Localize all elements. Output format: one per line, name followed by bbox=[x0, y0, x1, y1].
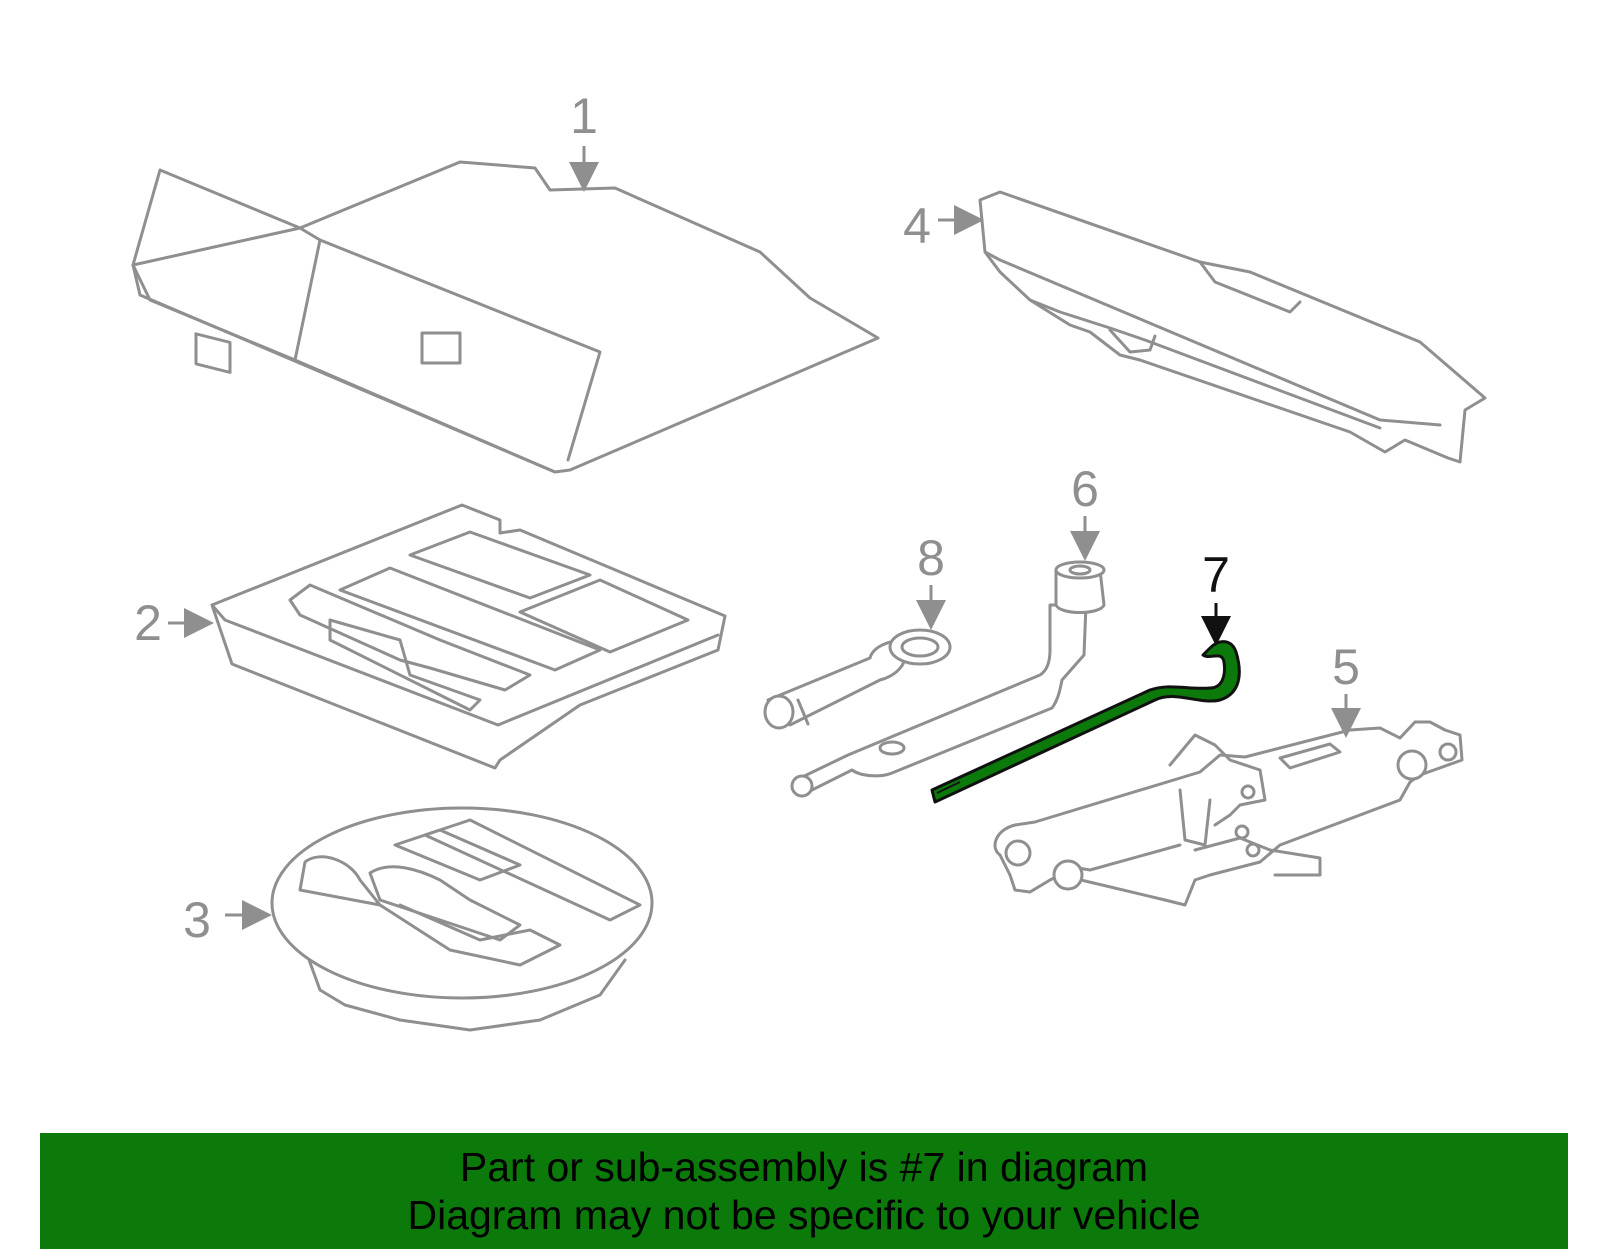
callout-number-7: 7 bbox=[1202, 547, 1230, 603]
part-6-lug-wrench[interactable] bbox=[790, 560, 1106, 798]
callout-number-5: 5 bbox=[1332, 639, 1360, 695]
part-4-cargo-cover-panel[interactable] bbox=[978, 190, 1487, 464]
part-2-tool-tray[interactable] bbox=[210, 503, 727, 770]
callout-7: 7 bbox=[1201, 547, 1231, 646]
callout-5: 5 bbox=[1331, 639, 1361, 738]
callout-number-2: 2 bbox=[134, 595, 162, 651]
footer-banner: Part or sub-assembly is #7 in diagram Di… bbox=[40, 1133, 1568, 1249]
footer-line-2: Diagram may not be specific to your vehi… bbox=[407, 1192, 1201, 1238]
callout-8: 8 bbox=[916, 530, 946, 630]
callout-number-4: 4 bbox=[903, 198, 931, 254]
callout-2: 2 bbox=[134, 595, 214, 651]
footer-line-1: Part or sub-assembly is #7 in diagram bbox=[459, 1144, 1149, 1190]
part-3-spare-tire-cover[interactable] bbox=[270, 806, 654, 1032]
callout-6: 6 bbox=[1070, 461, 1100, 561]
callout-3: 3 bbox=[183, 892, 272, 948]
callout-number-6: 6 bbox=[1071, 461, 1099, 517]
callout-4: 4 bbox=[903, 198, 984, 254]
callout-number-3: 3 bbox=[183, 892, 211, 948]
part-8-towing-eye[interactable] bbox=[763, 628, 952, 730]
callout-number-8: 8 bbox=[917, 530, 945, 586]
part-5-scissor-jack[interactable] bbox=[993, 720, 1464, 907]
part-1-cargo-floor-board[interactable] bbox=[131, 160, 880, 474]
callout-1: 1 bbox=[569, 88, 599, 192]
part-7-jack-handle[interactable] bbox=[930, 640, 1241, 804]
callout-number-1: 1 bbox=[570, 88, 598, 144]
